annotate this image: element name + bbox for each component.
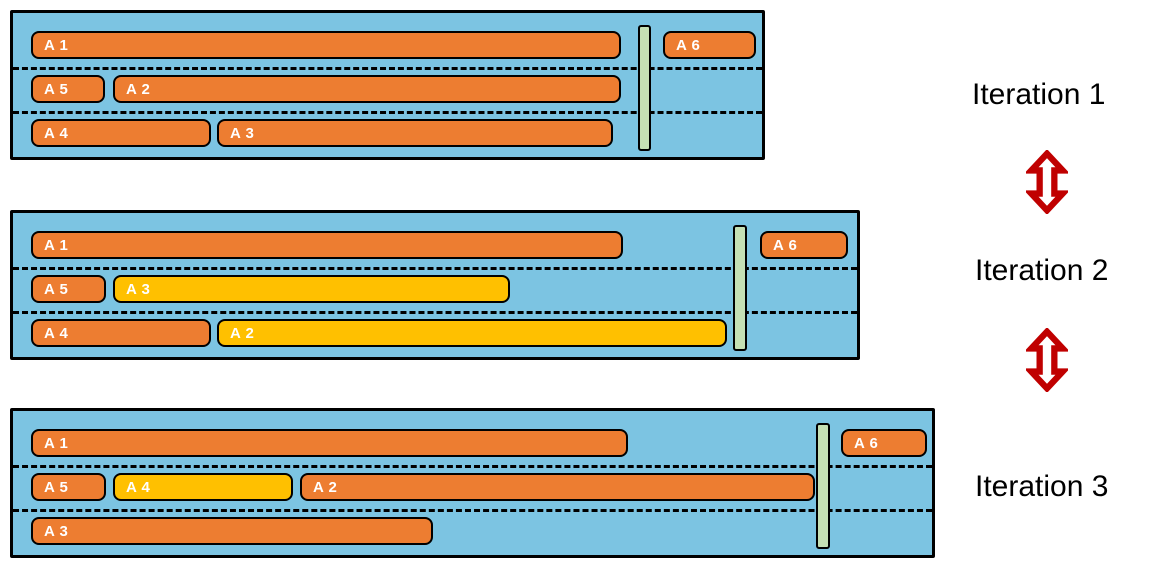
row-divider-dashed [13, 311, 857, 314]
task-bar-a5: A 5 [31, 473, 106, 501]
task-bar-a1: A 1 [31, 429, 628, 457]
task-bar-a4: A 4 [113, 473, 293, 501]
row-divider-dashed [13, 111, 762, 114]
task-bar-a5: A 5 [31, 275, 106, 303]
iteration-label-3: Iteration 3 [975, 470, 1109, 503]
deadline-marker-bar [733, 225, 747, 351]
deadline-marker-bar [816, 423, 830, 549]
task-bar-a4: A 4 [31, 319, 211, 347]
task-bar-a3: A 3 [31, 517, 433, 545]
row-divider-dashed [13, 267, 857, 270]
task-bar-a6: A 6 [663, 31, 756, 59]
row-divider-dashed [13, 465, 932, 468]
task-bar-a1: A 1 [31, 231, 623, 259]
task-bar-a3: A 3 [113, 275, 510, 303]
task-bar-a2: A 2 [217, 319, 727, 347]
task-bar-a6: A 6 [841, 429, 927, 457]
iteration-label-1: Iteration 1 [972, 78, 1106, 111]
row-divider-dashed [13, 67, 762, 70]
task-bar-a2: A 2 [113, 75, 621, 103]
task-bar-a6: A 6 [760, 231, 848, 259]
swap-arrow-icon [1023, 149, 1071, 215]
task-bar-a1: A 1 [31, 31, 621, 59]
task-bar-a3: A 3 [217, 119, 613, 147]
iteration-label-2: Iteration 2 [975, 254, 1109, 287]
row-divider-dashed [13, 509, 932, 512]
swap-arrow-icon [1023, 327, 1071, 393]
deadline-marker-bar [638, 25, 651, 151]
task-bar-a4: A 4 [31, 119, 211, 147]
task-bar-a2: A 2 [300, 473, 815, 501]
task-bar-a5: A 5 [31, 75, 105, 103]
